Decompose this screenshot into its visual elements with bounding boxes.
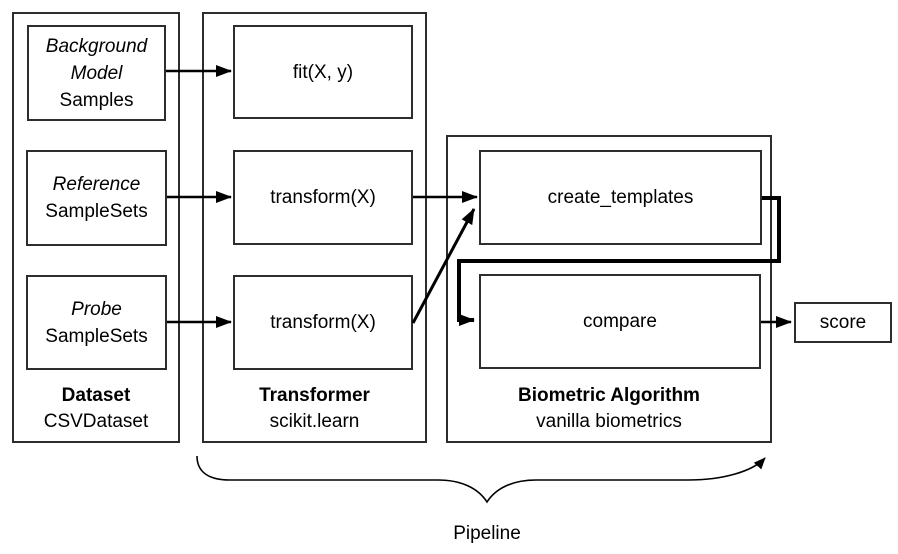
transform-reference-label: transform(X) [270,187,376,208]
transform-probe-label: transform(X) [270,312,376,333]
dataset-subtitle: CSVDataset [43,411,149,432]
dataset-title: Dataset [61,385,131,406]
compare-label: compare [583,311,657,332]
pipeline-brace-arrow [196,455,766,504]
transformer-label: Transformer scikit.learn [204,383,425,435]
biometric-title: Biometric Algorithm [518,385,700,406]
node-background-model-samples: Background Model Samples [27,25,166,121]
background-line2: Model [70,62,123,84]
probe-line1: Probe [71,298,122,320]
node-transform-reference: transform(X) [233,150,413,245]
biometric-label: Biometric Algorithm vanilla biometrics [448,383,770,435]
transformer-subtitle: scikit.learn [269,411,360,432]
dataset-label: Dataset CSVDataset [14,383,178,435]
node-score: score [794,302,892,343]
node-transform-probe: transform(X) [233,275,413,370]
reference-line1: Reference [52,174,141,195]
fit-label: fit(X, y) [292,61,354,83]
background-line1: Background [45,35,148,57]
node-fit: fit(X, y) [233,25,413,119]
dataset-container: Dataset CSVDataset [12,12,180,443]
probe-line2: SampleSets [45,325,148,347]
biometric-subtitle: vanilla biometrics [536,411,682,432]
background-line3: Samples [59,89,134,111]
node-create-templates: create_templates [479,150,762,245]
node-reference-samplesets: Reference SampleSets [26,150,167,246]
node-probe-samplesets: Probe SampleSets [26,275,167,370]
create-templates-label: create_templates [547,187,694,208]
pipeline-label: Pipeline [453,523,521,544]
score-label: score [819,312,867,333]
node-compare: compare [479,274,761,369]
reference-line2: SampleSets [45,201,148,222]
transformer-title: Transformer [259,385,370,406]
